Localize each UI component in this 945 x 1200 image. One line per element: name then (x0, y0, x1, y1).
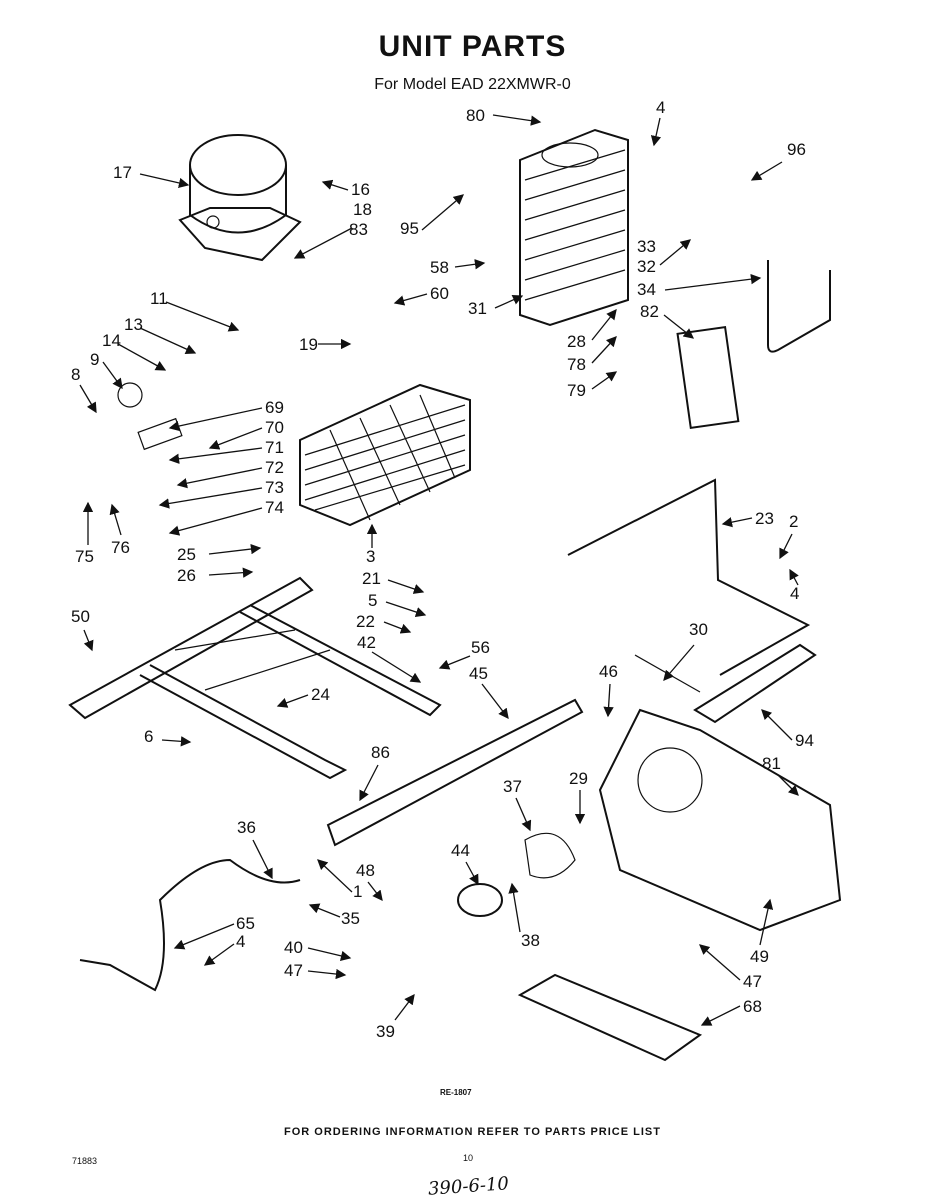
callout: 60 (430, 284, 449, 303)
callout: 16 (351, 180, 370, 199)
tubing-part (767, 260, 831, 353)
callout: 80 (466, 106, 485, 125)
callout: 45 (469, 664, 488, 683)
power-cord-part (79, 858, 301, 992)
callout: 3 (366, 547, 375, 566)
callout: 96 (787, 140, 806, 159)
callout: 82 (640, 302, 659, 321)
callout: 35 (341, 909, 360, 928)
callout: 68 (743, 997, 762, 1016)
callout: 36 (237, 818, 256, 837)
callout: 1 (353, 882, 362, 901)
callout: 30 (689, 620, 708, 639)
callout: 74 (265, 498, 284, 517)
callout: 46 (599, 662, 618, 681)
callout: 75 (75, 547, 94, 566)
callout: 19 (299, 335, 318, 354)
drip-tray-part (517, 973, 703, 1062)
callout: 83 (349, 220, 368, 239)
callout: 21 (362, 569, 381, 588)
callout: 48 (356, 861, 375, 880)
wire-part (567, 478, 811, 676)
callout: 13 (124, 315, 143, 334)
callout: 32 (637, 257, 656, 276)
callout: 24 (311, 685, 330, 704)
callout: 81 (762, 754, 781, 773)
callout-labels: 80 4 96 17 16 18 83 95 58 31 33 32 34 28… (71, 98, 814, 1041)
relay-part (137, 417, 183, 451)
figure-code: RE-1807 (440, 1088, 472, 1097)
callout: 25 (177, 545, 196, 564)
callout: 71 (265, 438, 284, 457)
callout: 4 (236, 932, 245, 951)
callout: 40 (284, 938, 303, 957)
callout: 49 (750, 947, 769, 966)
fan-motor-part (457, 832, 576, 917)
callout: 38 (521, 931, 540, 950)
callout: 2 (789, 512, 798, 531)
callout: 73 (265, 478, 284, 497)
callout: 56 (471, 638, 490, 657)
fan-bracket-part (598, 708, 842, 932)
callout: 79 (567, 381, 586, 400)
callout: 9 (90, 350, 99, 369)
corner-code: 71883 (72, 1156, 98, 1166)
callout: 69 (265, 398, 284, 417)
leader-arrows (79, 114, 799, 1026)
capacitor-part (117, 382, 143, 408)
page-number: 10 (463, 1153, 474, 1163)
callout: 17 (113, 163, 132, 182)
callout: 28 (567, 332, 586, 351)
callout: 58 (430, 258, 449, 277)
compressor-part (178, 134, 302, 262)
callout: 4 (656, 98, 665, 117)
callout: 65 (236, 914, 255, 933)
callout: 34 (637, 280, 656, 299)
callout: 14 (102, 331, 121, 350)
page-title: UNIT PARTS (378, 30, 567, 63)
callout: 6 (144, 727, 153, 746)
ordering-note: FOR ORDERING INFORMATION REFER TO PARTS … (284, 1126, 661, 1138)
callout: 72 (265, 458, 284, 477)
base-frame-part (68, 576, 442, 780)
callout: 5 (368, 591, 377, 610)
callout: 94 (795, 731, 814, 750)
callout: 26 (177, 566, 196, 585)
callout: 42 (357, 633, 376, 652)
callout: 11 (150, 289, 168, 308)
panel-part (676, 325, 740, 430)
callout: 76 (111, 538, 130, 557)
callout: 4 (790, 584, 799, 603)
callout: 33 (637, 237, 656, 256)
callout: 95 (400, 219, 419, 238)
drain-trough-part (693, 643, 817, 724)
callout: 44 (451, 841, 470, 860)
callout: 47 (743, 972, 762, 991)
model-subtitle: For Model EAD 22XMWR-0 (374, 76, 571, 93)
rail-part (326, 698, 584, 847)
callout: 29 (569, 769, 588, 788)
callout: 8 (71, 365, 80, 384)
callout: 78 (567, 355, 586, 374)
callout: 70 (265, 418, 284, 437)
callout: 22 (356, 612, 375, 631)
callout: 37 (503, 777, 522, 796)
callout: 23 (755, 509, 774, 528)
callout: 50 (71, 607, 90, 626)
evaporator-part (299, 383, 471, 527)
callout: 86 (371, 743, 390, 762)
callout: 31 (468, 299, 487, 318)
condenser-coil-part (519, 128, 629, 327)
callout: 39 (376, 1022, 395, 1041)
callout: 47 (284, 961, 303, 980)
callout: 18 (353, 200, 372, 219)
